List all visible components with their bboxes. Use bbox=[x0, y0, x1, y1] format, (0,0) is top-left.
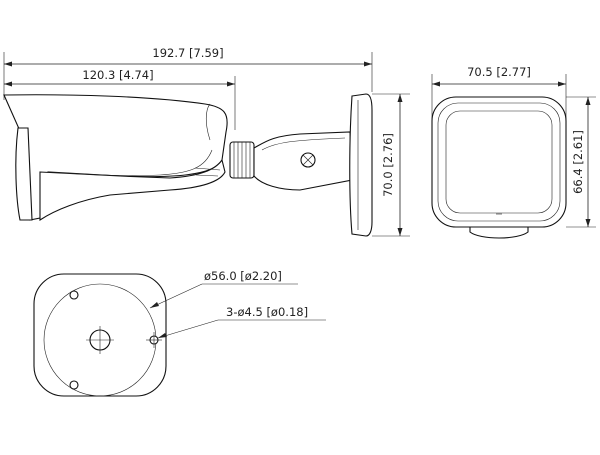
front-view: 70.5 [2.77] 66.4 [2.61] bbox=[431, 65, 596, 239]
front-height-label: 66.4 [2.61] bbox=[571, 130, 585, 194]
mount-holes-label: 3-ø4.5 [ø0.18] bbox=[226, 305, 308, 319]
base-diameter-label: ø56.0 [ø2.20] bbox=[204, 269, 282, 283]
overall-length-label: 192.7 [7.59] bbox=[152, 46, 223, 60]
overall-length-dimension: 192.7 [7.59] bbox=[3, 46, 373, 100]
base-diameter-callout: ø56.0 [ø2.20] bbox=[149, 269, 298, 309]
camera-housing bbox=[3, 94, 228, 222]
body-length-dimension: 120.3 [4.74] bbox=[4, 68, 236, 130]
front-width-label: 70.5 [2.77] bbox=[467, 65, 531, 79]
base-view: ø56.0 [ø2.20] 3-ø4.5 [ø0.18] bbox=[33, 269, 326, 397]
side-height-dimension: 70.0 [2.76] bbox=[372, 93, 410, 237]
mount-holes-callout: 3-ø4.5 [ø0.18] bbox=[157, 305, 326, 339]
screw-hole-icon bbox=[69, 290, 79, 300]
screw-hole-icon bbox=[69, 380, 79, 390]
front-height-dimension: 66.4 [2.61] bbox=[566, 96, 596, 228]
body-length-label: 120.3 [4.74] bbox=[82, 68, 153, 82]
side-height-label: 70.0 [2.76] bbox=[381, 133, 395, 197]
mounting-bracket bbox=[229, 93, 373, 237]
side-view: 192.7 [7.59] 120.3 [4.74] bbox=[3, 46, 410, 237]
camera-front bbox=[431, 96, 567, 239]
